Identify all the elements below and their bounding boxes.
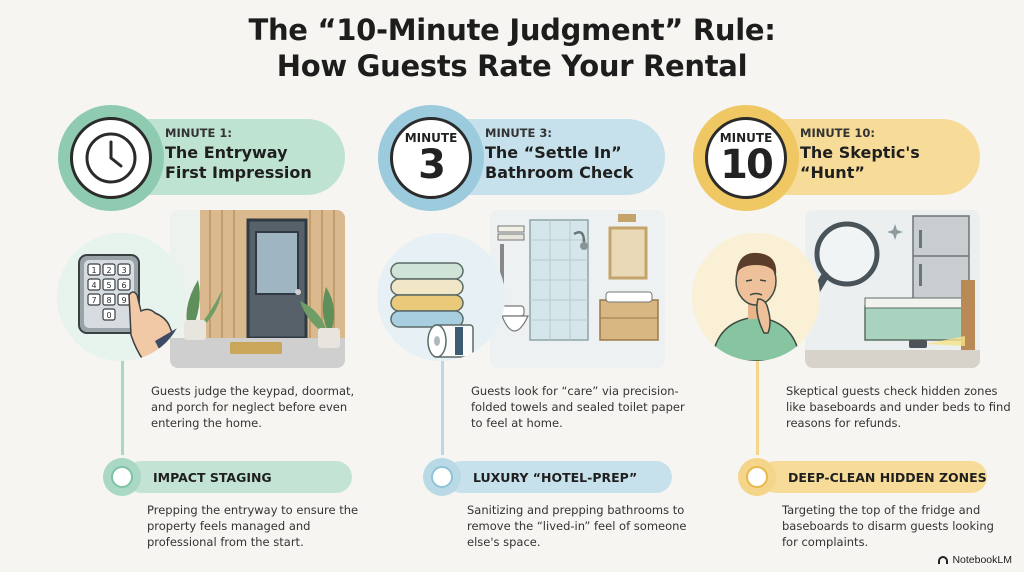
minute-10-description: Skeptical guests check hidden zones like…: [786, 384, 1011, 430]
keypad-key: 5: [106, 281, 111, 290]
hotel-prep-tag: LUXURY “HOTEL-PREP”: [445, 461, 672, 493]
keypad-key: 2: [106, 266, 111, 275]
minute-1-heading-line-2: First Impression: [165, 163, 312, 182]
connector-line: [121, 340, 124, 455]
minute-10-tag-description: Targeting the top of the fridge and base…: [782, 503, 994, 549]
towels-toilet-paper-illustration: [377, 233, 505, 361]
keypad-key: 7: [91, 296, 96, 305]
minute-10-heading-line-2: “Hunt”: [800, 163, 865, 182]
minute-3-column: MINUTE 3 MINUTE 3: The “Settle In” Bathr…: [375, 0, 705, 572]
clock-icon: [70, 117, 152, 199]
minute-3-description: Guests look for “care” via precision-fol…: [471, 384, 685, 430]
keypad-key: 3: [121, 266, 126, 275]
page-title: The “10-Minute Judgment” Rule: How Guest…: [0, 12, 1024, 84]
impact-staging-tag: IMPACT STAGING: [125, 461, 352, 493]
minute-10-badge: MINUTE 10: [693, 105, 799, 211]
minute-10-kicker: MINUTE 10:: [800, 126, 875, 140]
brand-watermark: NotebookLM: [938, 554, 1012, 566]
keypad-key: 0: [106, 311, 111, 320]
minute-1-column: MINUTE 1: The Entryway First Impression: [55, 0, 385, 572]
keypad-key: 4: [91, 281, 96, 290]
timeline-dot: [738, 458, 776, 496]
minute-3-tag-description: Sanitizing and prepping bathrooms to rem…: [467, 503, 687, 549]
minute-1-header-text: MINUTE 1: The Entryway First Impression: [165, 126, 340, 183]
minute-3-heading-line-1: The “Settle In”: [485, 143, 622, 162]
minute-3-header-text: MINUTE 3: The “Settle In” Bathroom Check: [485, 126, 660, 183]
badge-number: 10: [720, 141, 774, 188]
minute-10-heading-line-1: The Skeptic's: [800, 143, 920, 162]
minute-1-heading-line-1: The Entryway: [165, 143, 288, 162]
bathroom-illustration: [490, 210, 665, 368]
minute-10-header-text: MINUTE 10: The Skeptic's “Hunt”: [800, 126, 975, 183]
keypad-key: 8: [106, 296, 111, 305]
badge-word: MINUTE: [719, 130, 773, 145]
minute-10-column: MINUTE 10 MINUTE 10: The Skeptic's “Hunt…: [690, 0, 1020, 572]
keypad-key: 6: [121, 281, 126, 290]
connector-line: [756, 340, 759, 455]
badge-word: MINUTE: [404, 130, 458, 145]
brand-label: NotebookLM: [952, 554, 1012, 566]
timeline-dot: [103, 458, 141, 496]
keypad-key: 9: [121, 296, 126, 305]
minute-1-badge: [58, 105, 164, 211]
deep-clean-tag: DEEP-CLEAN HIDDEN ZONES: [760, 461, 987, 493]
title-line-2: How Guests Rate Your Rental: [276, 49, 748, 83]
title-line-1: The “10-Minute Judgment” Rule:: [248, 13, 776, 47]
keypad-illustration: 1 2 3 4 5 6 7 8 9 0: [57, 233, 185, 361]
minute-3-kicker: MINUTE 3:: [485, 126, 552, 140]
minute-1-description: Guests judge the keypad, doormat, and po…: [151, 384, 355, 430]
timeline-dot: [423, 458, 461, 496]
notebooklm-logo-icon: [938, 556, 949, 564]
minute-3-badge: MINUTE 3: [378, 105, 484, 211]
entryway-illustration: [170, 210, 345, 368]
minute-1-tag-description: Prepping the entryway to ensure the prop…: [147, 503, 359, 549]
skeptical-guest-illustration: [692, 233, 820, 361]
connector-line: [441, 340, 444, 455]
minute-1-kicker: MINUTE 1:: [165, 126, 232, 140]
minute-3-heading-line-2: Bathroom Check: [485, 163, 634, 182]
keypad-key: 1: [91, 266, 96, 275]
hidden-zones-illustration: [805, 210, 980, 368]
badge-number: 3: [418, 141, 446, 188]
